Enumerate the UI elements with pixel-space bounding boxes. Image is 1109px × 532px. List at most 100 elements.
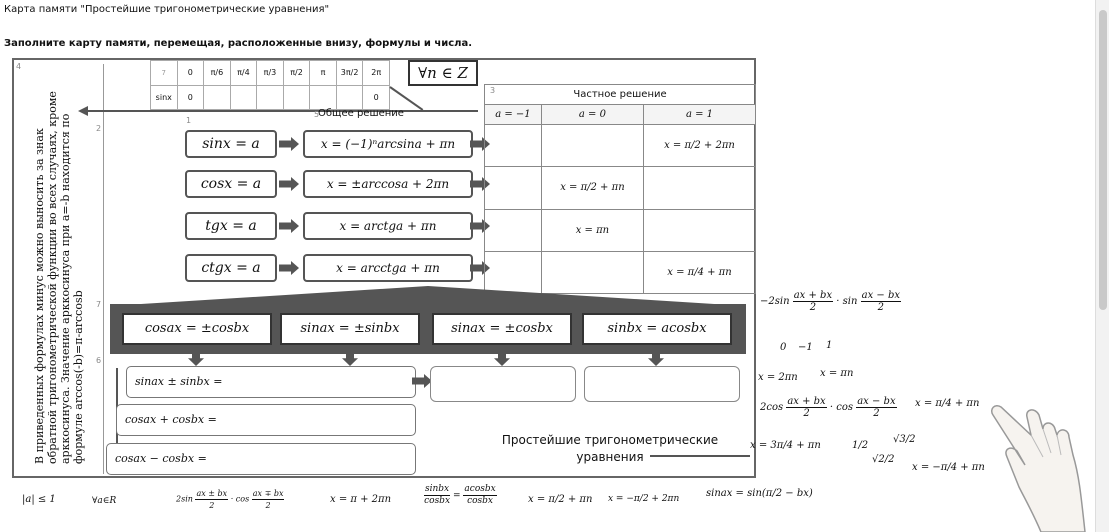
instruction-text: Заполните карту памяти, перемещая, распо… (4, 38, 472, 49)
general-solution-tg: x = arctga + πn (303, 212, 473, 240)
fraction-numerator: acosbx (463, 484, 496, 496)
table-cell: π/6 (204, 61, 231, 86)
fraction-denominator: 2 (861, 302, 901, 313)
drop-slot[interactable] (230, 85, 257, 110)
draggable-sin-eq[interactable]: sinax = sin(π/2 − bx) (706, 488, 813, 499)
equation-sin: sinx = a (185, 130, 277, 158)
drop-slot[interactable] (204, 85, 231, 110)
draggable-x-pin[interactable]: x = πn (820, 368, 853, 379)
equation-ctg: ctgx = a (185, 254, 277, 282)
band-item-cos: cosax = ±cosbx (122, 313, 272, 345)
table-cell: 0 (177, 85, 204, 110)
table-cell: 0 (177, 61, 204, 86)
band-item-ratio: sinbx = acosbx (582, 313, 732, 345)
vertical-note-cell: В приведенных формулах минус можно вынос… (14, 64, 104, 474)
cell-number-1: 1 (186, 116, 191, 125)
fraction-numerator: sinbx (424, 484, 450, 496)
table-cell: 2π (363, 61, 390, 86)
table-cell: x = πn (541, 209, 643, 251)
draggable-x-3pi4[interactable]: x = 3π/4 + πn (750, 440, 821, 451)
table-cell: x = π/2 + πn (541, 167, 643, 209)
fraction-denominator: cosbx (463, 496, 496, 507)
fraction-denominator: cosbx (424, 496, 450, 507)
equation-cos: cosx = a (185, 170, 277, 198)
draggable-forall-a[interactable]: ∀a∈R (92, 496, 116, 506)
draggable-half[interactable]: 1/2 (852, 440, 868, 451)
drop-slot[interactable] (643, 167, 755, 209)
draggable-sqrt2-2[interactable]: √2/2 (872, 454, 894, 465)
sum-sin-field[interactable]: sinax ± sinbx = (126, 366, 416, 398)
table-cell: π (310, 61, 337, 86)
fraction-numerator: ax − bx (861, 290, 901, 302)
draggable-tray (0, 480, 1095, 532)
draggable-abs-a[interactable]: |a| ≤ 1 (22, 494, 56, 505)
drop-slot[interactable] (485, 125, 542, 167)
drop-slot[interactable] (485, 209, 542, 251)
draggable-x-pi-2pin[interactable]: x = π + 2πn (330, 494, 391, 505)
drop-box-10[interactable] (584, 366, 740, 402)
map-center-title-line1: Простейшие тригонометрические (470, 432, 750, 449)
equation-tg: tgx = a (185, 212, 277, 240)
drop-slot[interactable] (485, 167, 542, 209)
draggable-x-mpi4[interactable]: x = −π/4 + πn (912, 462, 985, 473)
table-cell: sinx (151, 85, 178, 110)
fraction: sinbxcosbx (424, 484, 450, 507)
draggable-x-mpi2[interactable]: x = −π/2 + 2πn (608, 494, 679, 504)
forall-n-box: ∀n ∈ Z (408, 60, 478, 86)
draggable-number-minus1[interactable]: −1 (798, 342, 813, 353)
draggable-x-pi4[interactable]: x = π/4 + πn (915, 398, 979, 409)
drop-slot[interactable] (283, 85, 310, 110)
table-cell: 0 (363, 85, 390, 110)
hand-pointer-icon (985, 395, 1095, 532)
cell-number-6: 6 (96, 356, 101, 365)
drop-slot[interactable] (541, 251, 643, 293)
formula-prefix: −2sin (760, 296, 790, 307)
fraction-denominator: 2 (786, 408, 826, 419)
fraction-numerator: ax + bx (793, 290, 833, 302)
drop-slot[interactable] (541, 125, 643, 167)
general-solution-sin: x = (−1)ⁿarcsina + πn (303, 130, 473, 158)
general-solution-ctg: x = arcctga + πn (303, 254, 473, 282)
table-cell: π/2 (283, 61, 310, 86)
draggable-number-0[interactable]: 0 (780, 342, 786, 353)
formula-prefix: 2cos (760, 402, 783, 413)
particular-solution-table: Частное решение a = −1 a = 0 a = 1 x = π… (484, 84, 756, 294)
drop-slot[interactable] (310, 85, 337, 110)
diff-cos-field[interactable]: cosax − cosbx = (106, 443, 416, 475)
vertical-scrollbar[interactable] (1095, 0, 1109, 532)
draggable-sqrt3-2[interactable]: √3/2 (893, 434, 915, 445)
drop-slot[interactable] (485, 251, 542, 293)
draggable-x-2pin[interactable]: x = 2πn (758, 372, 798, 383)
general-solution-caption: Общее решение (318, 108, 404, 119)
cell-number-2: 2 (96, 124, 101, 133)
sum-cos-field[interactable]: cosax + cosbx = (116, 404, 416, 436)
fraction-numerator: ax ∓ bx (252, 488, 285, 500)
draggable-number-1[interactable]: 1 (826, 340, 832, 351)
map-center-title: Простейшие тригонометрические уравнения (470, 432, 750, 466)
title-underline (650, 455, 750, 457)
band-item-sin: sinax = ±sinbx (280, 313, 420, 345)
general-solution-cos: x = ±arccosa + 2πn (303, 170, 473, 198)
drop-box-9[interactable] (430, 366, 576, 402)
fraction-denominator: 2 (195, 500, 228, 511)
table-cell: π/4 (230, 61, 257, 86)
fraction: ax + bx2 (786, 396, 826, 419)
vertical-note-text: В приведенных формулах минус можно вынос… (33, 74, 85, 464)
drop-slot[interactable] (643, 209, 755, 251)
draggable-x-pi2[interactable]: x = π/2 + πn (528, 494, 592, 505)
scrollbar-thumb[interactable] (1099, 10, 1107, 310)
band-item-sin-cos: sinax = ±cosbx (432, 313, 572, 345)
table-cell: x = π/2 + 2πn (643, 125, 755, 167)
fraction-numerator: ax − bx (856, 396, 896, 408)
drop-slot[interactable] (336, 85, 363, 110)
formula-mid: · cos (830, 402, 853, 413)
formula-mid: · cos (231, 495, 250, 504)
drop-slot[interactable] (257, 85, 284, 110)
